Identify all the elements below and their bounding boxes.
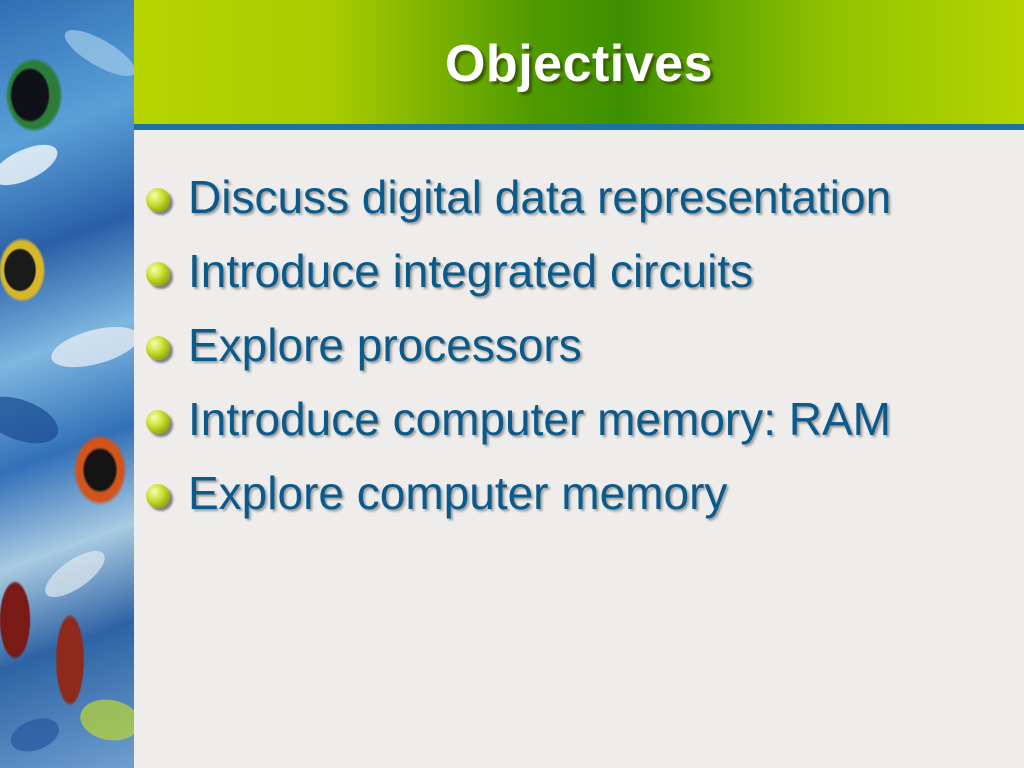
bullet-text: Discuss digital data representation xyxy=(188,171,892,223)
sphere-bullet-icon xyxy=(146,484,170,508)
list-item: Introduce integrated circuits xyxy=(146,242,1006,300)
bullet-text: Introduce computer memory: RAM xyxy=(188,393,892,445)
title-band xyxy=(134,0,1024,124)
title-divider xyxy=(134,124,1024,130)
bullet-text: Introduce integrated circuits xyxy=(188,245,754,297)
sphere-bullet-icon xyxy=(146,410,170,434)
list-item: Introduce computer memory: RAM xyxy=(146,390,1006,448)
page-title: Objectives xyxy=(444,35,714,93)
list-item: Explore processors xyxy=(146,316,1006,374)
sphere-bullet-icon xyxy=(146,188,170,212)
bullet-text: Explore processors xyxy=(188,319,582,371)
sphere-bullet-icon xyxy=(146,262,170,286)
painted-artwork-strip xyxy=(0,0,134,768)
list-item: Explore computer memory xyxy=(146,464,1006,522)
sphere-bullet-icon xyxy=(146,336,170,360)
bullet-text: Explore computer memory xyxy=(188,467,728,519)
list-item: Discuss digital data representation xyxy=(146,168,1006,226)
objectives-list: Discuss digital data representation Intr… xyxy=(146,168,1006,538)
